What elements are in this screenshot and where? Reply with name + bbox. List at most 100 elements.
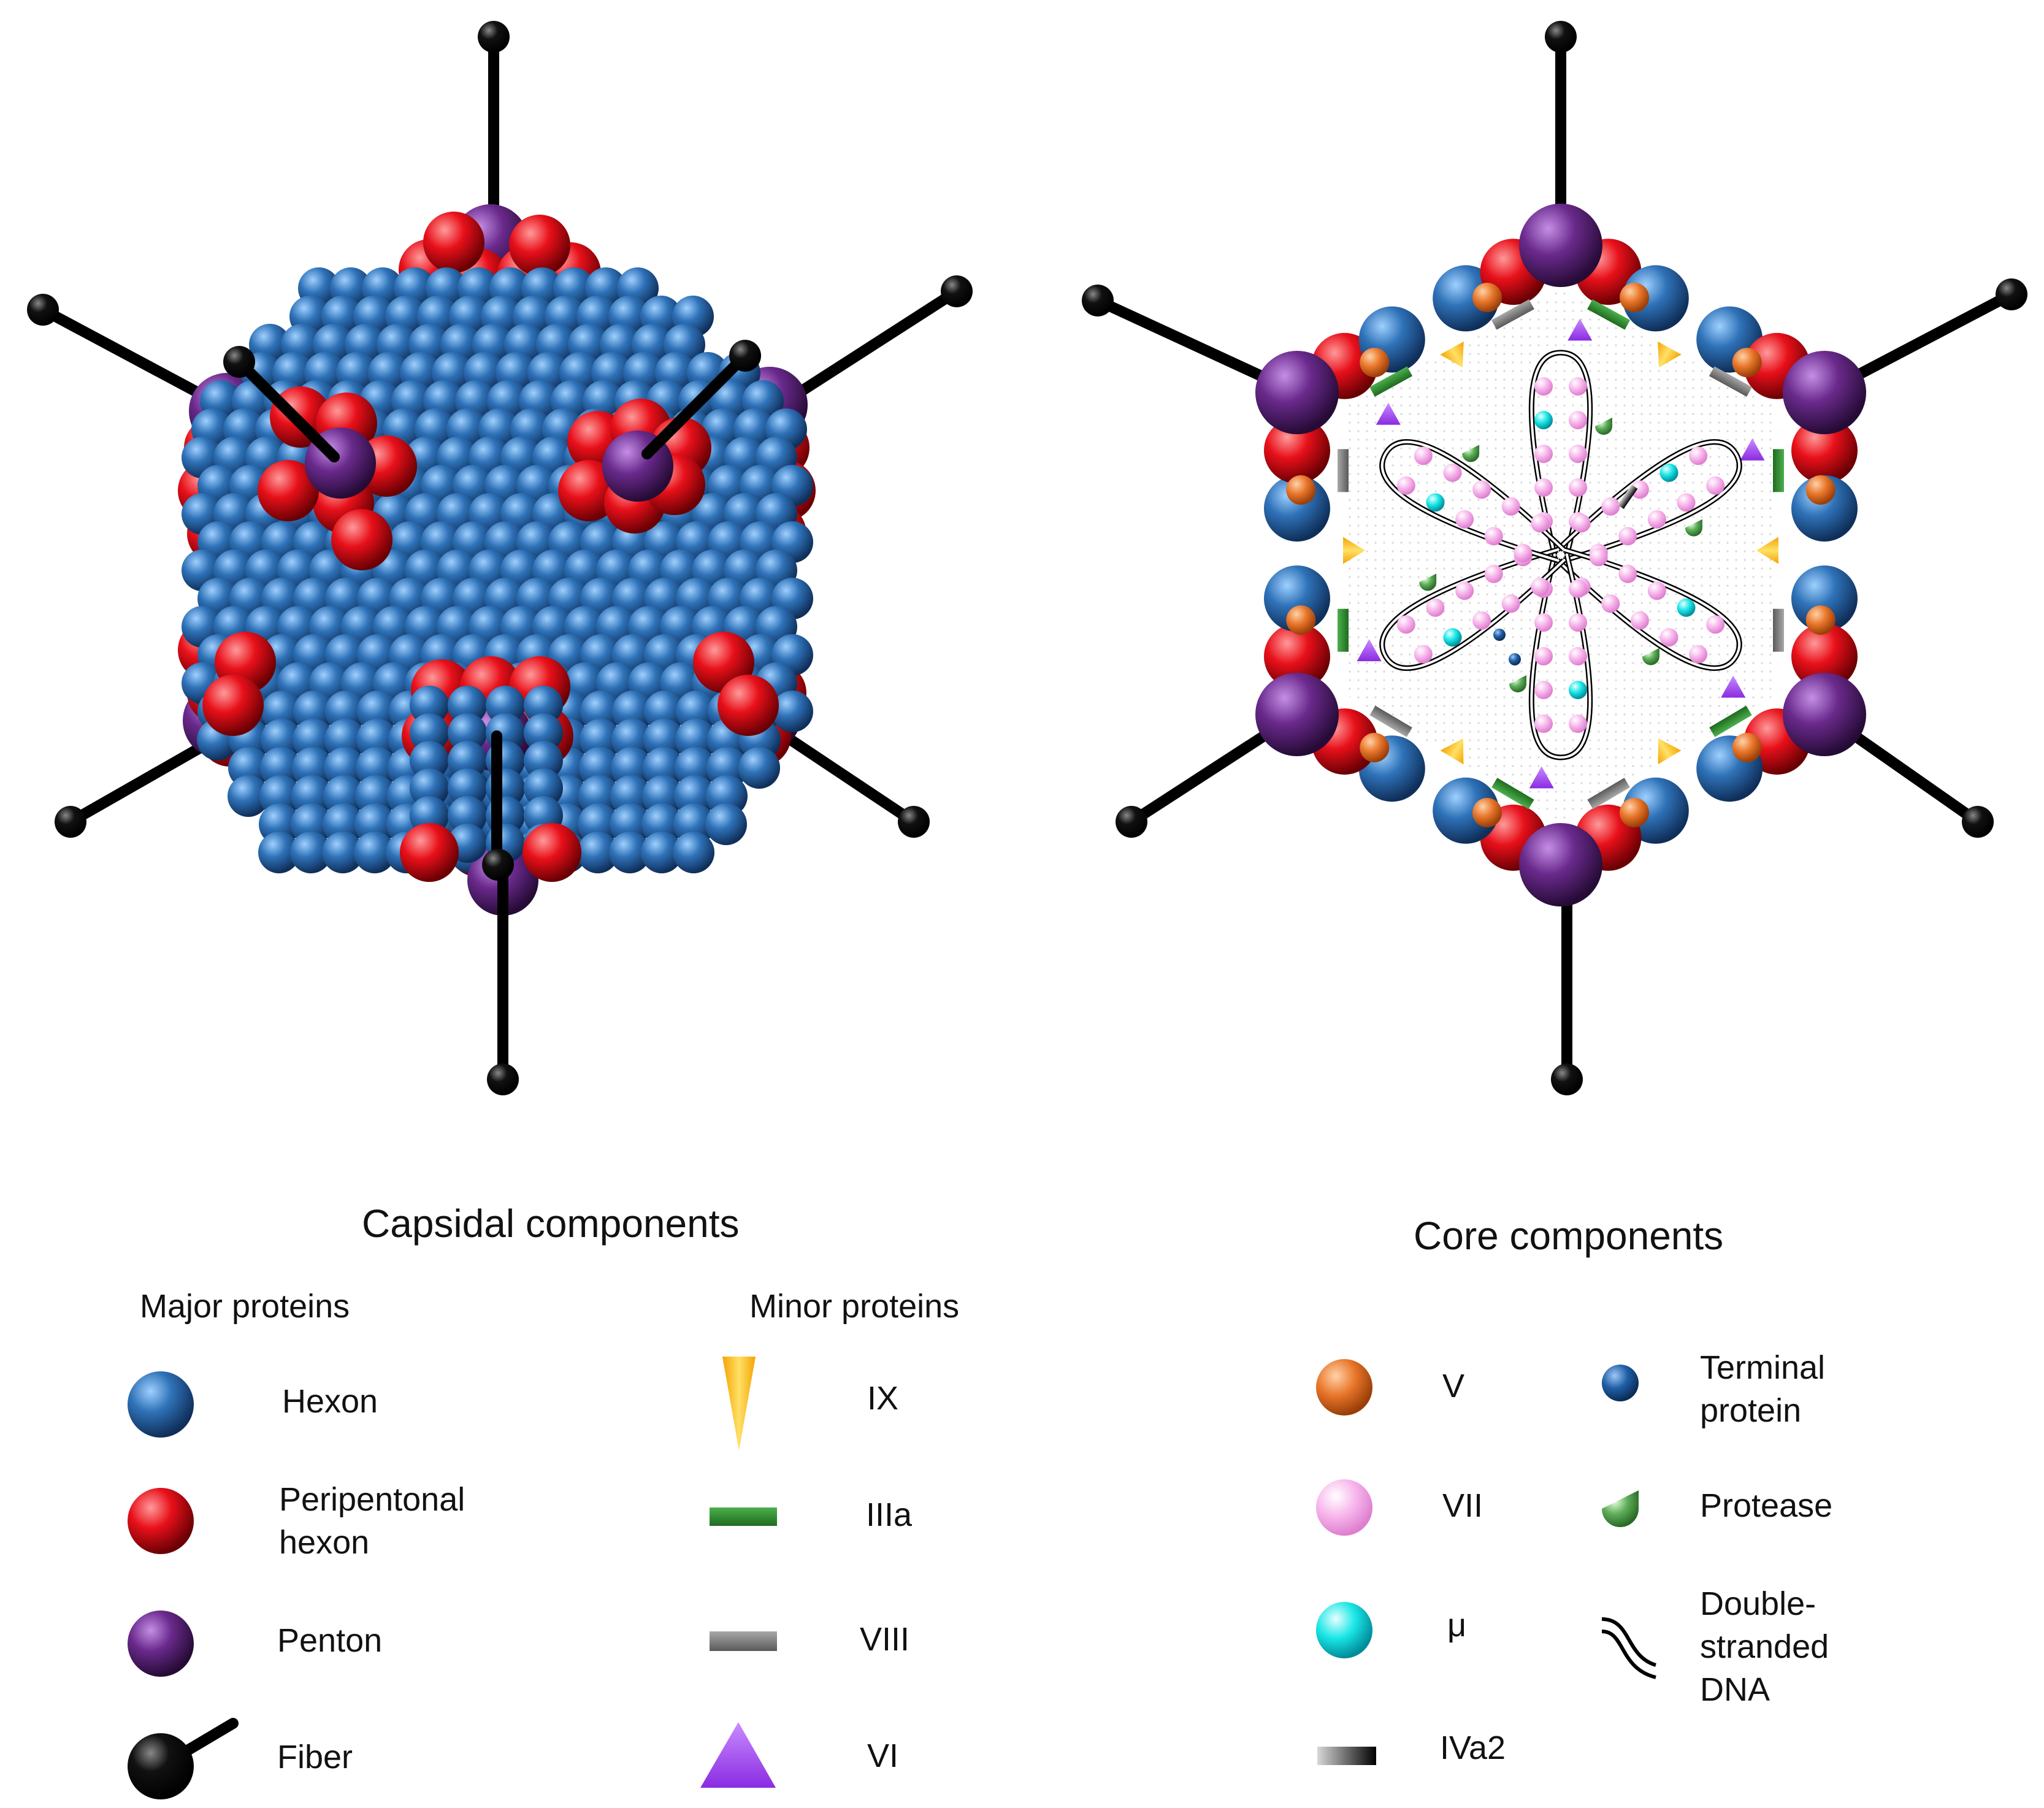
vii-bead — [1569, 647, 1587, 665]
protease-icon — [1602, 1490, 1639, 1527]
hexon-sphere — [410, 768, 449, 808]
legend-label-vi: VI — [867, 1737, 899, 1774]
vi-icon — [700, 1722, 776, 1788]
peripentonal-hexon-sphere — [1791, 623, 1858, 690]
iiia-bar — [1369, 366, 1413, 397]
legend-label-iiia: IIIa — [866, 1496, 913, 1533]
vii-bead — [1572, 514, 1591, 533]
peripentonal-hexon-sphere — [509, 215, 570, 276]
fiber-knob — [1962, 806, 1994, 838]
vii-bead — [1534, 647, 1553, 665]
viii-bar — [1491, 299, 1534, 330]
legend-label-iva2: IVa2 — [1440, 1729, 1506, 1766]
vii-bead — [1601, 497, 1620, 516]
hexon-sphere — [524, 686, 563, 725]
hexon-icon — [128, 1371, 194, 1438]
v-protein — [1360, 348, 1390, 378]
iiia-bar — [1338, 608, 1349, 652]
vii-bead — [1443, 463, 1462, 482]
vii-bead — [1514, 543, 1533, 562]
viii-icon — [710, 1631, 777, 1651]
protease-drop — [1685, 519, 1702, 537]
viii-bar — [1587, 778, 1630, 810]
fiber-icon — [128, 1733, 194, 1799]
mu-bead — [1426, 493, 1445, 512]
hexon-sphere — [673, 832, 714, 873]
hexon-sphere — [258, 832, 300, 873]
fiber-shaft — [641, 350, 751, 459]
hexon-sphere — [524, 768, 563, 808]
ix-icon — [722, 1357, 756, 1450]
vii-bead — [1534, 478, 1553, 497]
vii-bead — [1414, 446, 1433, 465]
vii-bead — [1534, 377, 1553, 396]
fiber-knob — [55, 806, 86, 838]
v-protein — [1286, 475, 1316, 505]
hexon-sphere — [524, 713, 563, 753]
dna-loop-inner — [1556, 548, 1741, 670]
v-protein — [1732, 348, 1762, 378]
hexon-sphere — [354, 832, 396, 873]
hexon-sphere — [290, 832, 332, 873]
vi-triangle — [1357, 639, 1382, 662]
vii-bead — [1601, 594, 1620, 613]
capsid-exterior-view — [27, 21, 973, 1095]
fiber-knob — [1082, 285, 1114, 316]
dna-icon-strand — [1601, 1617, 1656, 1667]
capsidal-components-heading: Capsidal components — [362, 1201, 740, 1246]
hexon-sphere — [322, 832, 364, 873]
vii-bead — [1630, 480, 1649, 499]
peripentonal-hexon-sphere — [1264, 417, 1330, 484]
mu-bead — [1677, 598, 1696, 617]
ix-wedge — [1658, 341, 1682, 368]
vii-bead — [1531, 514, 1550, 533]
vii-bead — [1618, 527, 1637, 546]
ix-wedge — [1756, 537, 1778, 564]
fiber-knob — [1996, 278, 2027, 310]
minor-proteins-heading: Minor proteins — [749, 1288, 960, 1325]
vii-bead — [1534, 613, 1553, 632]
legend-label-ix: IX — [867, 1380, 899, 1417]
v-protein — [1620, 798, 1649, 827]
vi-triangle — [1740, 438, 1765, 461]
vii-bead — [1396, 615, 1415, 634]
protease-drop — [1462, 445, 1480, 462]
vii-bead — [1569, 478, 1587, 497]
penton-sphere — [1783, 673, 1866, 756]
vii-bead — [1455, 581, 1474, 600]
iva2-icon — [1317, 1747, 1376, 1765]
peripentonal-hexon-sphere — [718, 675, 779, 736]
mu-bead — [1659, 463, 1678, 482]
fiber-shaft — [37, 304, 226, 410]
vii-bead — [1677, 493, 1696, 512]
legend-icons — [128, 1357, 1656, 1799]
fiber-knob — [1551, 1063, 1583, 1095]
vii-bead — [1396, 476, 1415, 495]
hexon-sphere — [524, 741, 563, 780]
fiber-knob — [1545, 21, 1577, 53]
vii-bead — [1569, 580, 1587, 598]
iiia-icon — [710, 1507, 777, 1526]
vi-triangle — [1567, 318, 1593, 341]
legend-label-dna-1: Double- — [1700, 1585, 1816, 1622]
dna-loop-inner — [1530, 554, 1591, 759]
vii-bead — [1706, 615, 1725, 634]
mu-bead — [1569, 681, 1587, 699]
vii-icon — [1316, 1479, 1372, 1536]
legend-label-mu: μ — [1447, 1607, 1467, 1644]
viii-bar — [1709, 366, 1752, 397]
terminal-protein — [1493, 629, 1506, 641]
vi-triangle — [1529, 766, 1554, 789]
legend-label-hexon: Hexon — [282, 1383, 378, 1420]
peripentonal-hexon-sphere — [1264, 623, 1330, 690]
legend-label-peripentonal-1: Peripentonal — [279, 1481, 465, 1518]
peripentonal-hexon-sphere — [400, 823, 459, 882]
vi-triangle — [1376, 402, 1401, 425]
iva2-mark — [1617, 485, 1638, 509]
peripentonal-hexon-sphere — [522, 823, 581, 882]
vi-triangle — [1721, 675, 1746, 698]
penton-sphere — [1519, 204, 1602, 287]
hexon-sphere — [448, 713, 487, 753]
legend-label-penton: Penton — [277, 1622, 383, 1659]
vii-bead — [1706, 476, 1725, 495]
